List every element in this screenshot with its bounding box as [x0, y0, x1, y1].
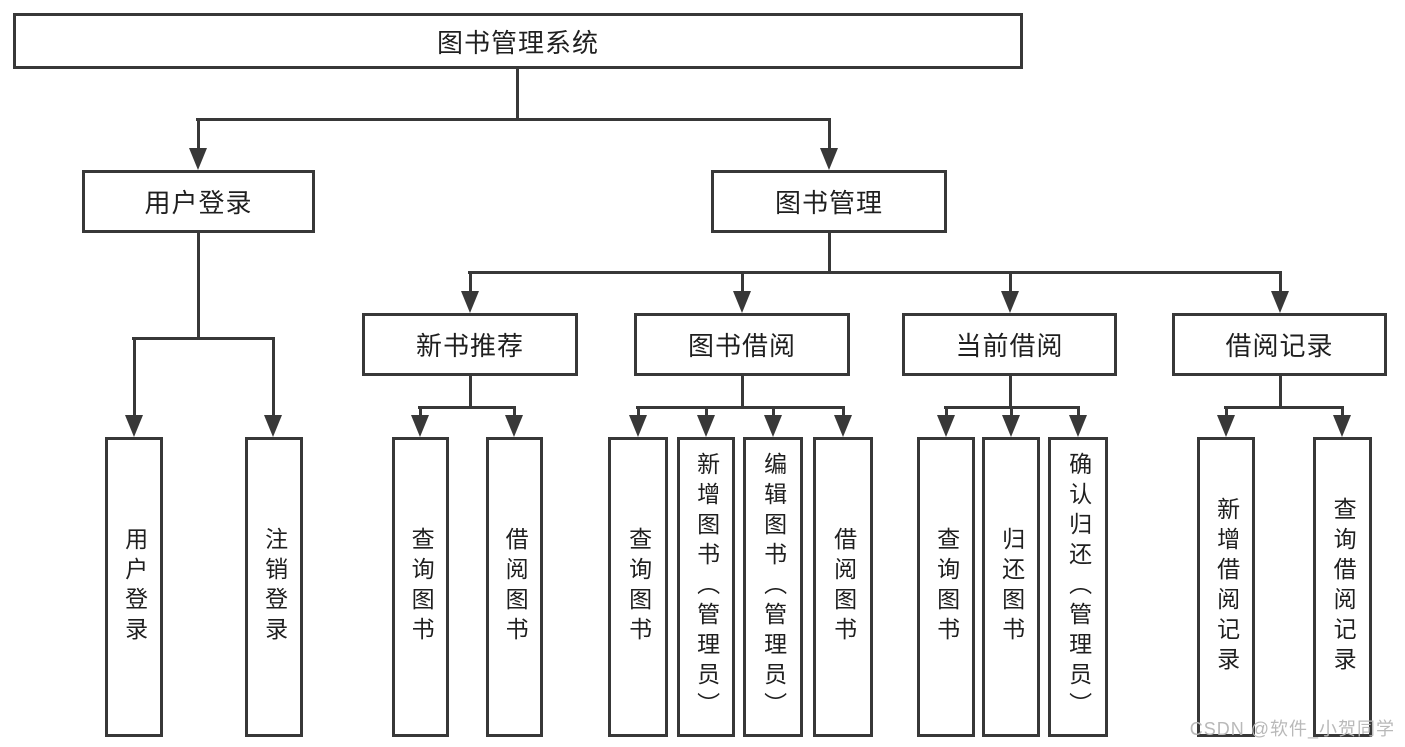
node-current-borrowing: 当前借阅 — [902, 313, 1117, 376]
arrowhead-icon — [505, 415, 523, 437]
connector-drop-borrowing-records — [1279, 271, 1282, 291]
connector-drop-leaf — [1225, 406, 1228, 415]
connector-drop-leaf — [705, 406, 708, 415]
connector-new-book-rail — [418, 406, 516, 409]
node-current-borrowing-label: 当前借阅 — [955, 331, 1064, 361]
leaf-confirm-return-admin: 确认归还（管理员） — [1048, 437, 1108, 737]
arrowhead-icon — [697, 415, 715, 437]
leaf-user-login-label: 用户登录 — [121, 527, 148, 647]
leaf-borrow-books-recommend: 借阅图书 — [486, 437, 543, 737]
connector-new-book-stem — [469, 376, 472, 406]
arrowhead-icon — [1001, 291, 1019, 313]
leaf-logout: 注销登录 — [245, 437, 303, 737]
arrowhead-icon — [264, 415, 282, 437]
leaf-query-books-current: 查询图书 — [917, 437, 975, 737]
leaf-query-books-recommend: 查询图书 — [392, 437, 449, 737]
node-book-management: 图书管理 — [711, 170, 947, 233]
connector-current-borrowing-stem — [1009, 376, 1012, 406]
arrowhead-icon — [820, 148, 838, 170]
arrowhead-icon — [1002, 415, 1020, 437]
leaf-query-books-recommend-label: 查询图书 — [408, 527, 435, 647]
connector-drop-current-borrowing — [1009, 271, 1012, 291]
node-new-book-recommend-label: 新书推荐 — [415, 331, 524, 361]
connector-drop-leaf — [945, 406, 948, 415]
arrowhead-icon — [1069, 415, 1087, 437]
connector-book-management-rail — [468, 271, 1282, 274]
watermark: CSDN @软件_小贺同学 — [1189, 719, 1395, 739]
arrowhead-icon — [461, 291, 479, 313]
leaf-borrow-books-borrowing-label: 借阅图书 — [830, 527, 857, 647]
arrowhead-icon — [834, 415, 852, 437]
node-book-management-label: 图书管理 — [774, 188, 883, 218]
connector-root-rail — [196, 118, 831, 121]
connector-book-management-stem — [828, 233, 831, 271]
node-new-book-recommend: 新书推荐 — [362, 313, 578, 376]
connector-drop-leaf — [1341, 406, 1344, 415]
leaf-user-login: 用户登录 — [105, 437, 163, 737]
node-borrowing-records-label: 借阅记录 — [1225, 331, 1334, 361]
connector-borrowing-records-stem — [1279, 376, 1282, 406]
connector-drop-leaf — [133, 337, 136, 415]
node-book-borrowing: 图书借阅 — [634, 313, 850, 376]
arrowhead-icon — [1217, 415, 1235, 437]
arrowhead-icon — [1271, 291, 1289, 313]
connector-book-borrowing-rail — [636, 406, 845, 409]
connector-drop-user-login — [197, 118, 200, 148]
node-root-label: 图书管理系统 — [436, 27, 599, 58]
node-root: 图书管理系统 — [13, 13, 1023, 69]
leaf-edit-books-admin: 编辑图书（管理员） — [743, 437, 803, 737]
leaf-query-borrow-record-label: 查询借阅记录 — [1330, 497, 1357, 677]
leaf-return-books-label: 归还图书 — [998, 527, 1025, 647]
arrowhead-icon — [411, 415, 429, 437]
connector-drop-book-borrowing — [741, 271, 744, 291]
leaf-edit-books-admin-label: 编辑图书（管理员） — [760, 452, 787, 722]
leaf-query-books-current-label: 查询图书 — [933, 527, 960, 647]
leaf-add-borrow-record-label: 新增借阅记录 — [1213, 497, 1240, 677]
connector-drop-book-management — [828, 118, 831, 148]
node-user-login: 用户登录 — [82, 170, 315, 233]
connector-drop-leaf — [1010, 406, 1013, 415]
connector-drop-leaf — [842, 406, 845, 415]
connector-drop-leaf — [272, 337, 275, 415]
connector-borrowing-records-rail — [1224, 406, 1344, 409]
connector-drop-new-book — [469, 271, 472, 291]
leaf-query-books-borrowing: 查询图书 — [608, 437, 668, 737]
arrowhead-icon — [1333, 415, 1351, 437]
node-user-login-label: 用户登录 — [144, 188, 253, 218]
connector-user-login-stem — [197, 233, 200, 337]
leaf-add-borrow-record: 新增借阅记录 — [1197, 437, 1255, 737]
arrowhead-icon — [125, 415, 143, 437]
leaf-return-books: 归还图书 — [982, 437, 1040, 737]
leaf-logout-label: 注销登录 — [261, 527, 288, 647]
arrowhead-icon — [629, 415, 647, 437]
connector-book-borrowing-stem — [741, 376, 744, 406]
connector-drop-leaf — [419, 406, 422, 415]
arrowhead-icon — [733, 291, 751, 313]
arrowhead-icon — [764, 415, 782, 437]
leaf-borrow-books-recommend-label: 借阅图书 — [502, 527, 529, 647]
node-borrowing-records: 借阅记录 — [1172, 313, 1387, 376]
connector-user-login-rail — [132, 337, 275, 340]
connector-drop-leaf — [772, 406, 775, 415]
connector-root-stem — [516, 69, 519, 118]
leaf-confirm-return-admin-label: 确认归还（管理员） — [1065, 452, 1092, 722]
leaf-add-books-admin: 新增图书（管理员） — [677, 437, 735, 737]
node-book-borrowing-label: 图书借阅 — [687, 331, 796, 361]
connector-drop-leaf — [1077, 406, 1080, 415]
arrowhead-icon — [189, 148, 207, 170]
leaf-query-books-borrowing-label: 查询图书 — [625, 527, 652, 647]
leaf-query-borrow-record: 查询借阅记录 — [1313, 437, 1372, 737]
connector-drop-leaf — [513, 406, 516, 415]
leaf-borrow-books-borrowing: 借阅图书 — [813, 437, 873, 737]
connector-drop-leaf — [637, 406, 640, 415]
leaf-add-books-admin-label: 新增图书（管理员） — [693, 452, 720, 722]
arrowhead-icon — [937, 415, 955, 437]
